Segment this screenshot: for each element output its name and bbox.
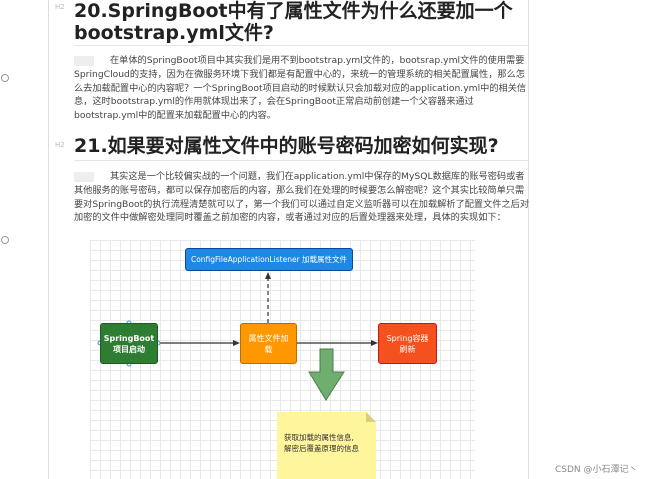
- right-margin-line: [528, 0, 529, 479]
- resize-handle[interactable]: [1, 74, 9, 82]
- arrowhead: [233, 340, 240, 346]
- resize-handle[interactable]: [1, 236, 9, 244]
- heading-line: bootstrap.yml文件?: [74, 22, 274, 44]
- arrowhead: [371, 340, 378, 346]
- property-load-box[interactable]: 属性文件加 载: [240, 323, 297, 364]
- note-text: 获取加载的属性信息, 解密后覆盖原理的信息: [284, 433, 359, 453]
- paragraph-20: 在单体的SpringBoot项目中其实我们是用不到bootstrap.yml文件…: [74, 54, 532, 123]
- divider: [74, 45, 529, 46]
- paragraph-21: 其实这是一个比较偏实战的一个问题，我们在application.yml中保存的M…: [74, 170, 532, 225]
- indent: [74, 55, 94, 66]
- heading-tag: H2: [55, 141, 65, 149]
- paragraph-text: 其实这是一个比较偏实战的一个问题，我们在application.yml中保存的M…: [74, 171, 530, 224]
- indent: [74, 171, 94, 182]
- left-margin-line: [48, 0, 49, 479]
- paragraph-text: 在单体的SpringBoot项目中其实我们是用不到bootstrap.yml文件…: [74, 55, 527, 122]
- heading-tag: H2: [55, 3, 65, 11]
- listener-box[interactable]: ConfigFileApplicationListener 加载属性文件: [185, 248, 353, 271]
- down-arrow-icon: [308, 348, 345, 401]
- spring-refresh-box[interactable]: Spring容器 刷新: [378, 323, 437, 364]
- heading-line: 20.SpringBoot中有了属性文件为什么还要加一个: [74, 0, 513, 22]
- arrowhead: [265, 272, 271, 279]
- note-fold: [366, 412, 376, 422]
- springboot-start-box[interactable]: SpringBoot 项目启动: [100, 323, 158, 364]
- note-shape: [277, 412, 376, 479]
- watermark: CSDN @小石潭记丶: [555, 465, 638, 475]
- heading-21: 21.如果要对属性文件中的账号密码加密如何实现?: [74, 135, 499, 157]
- divider: [74, 160, 529, 161]
